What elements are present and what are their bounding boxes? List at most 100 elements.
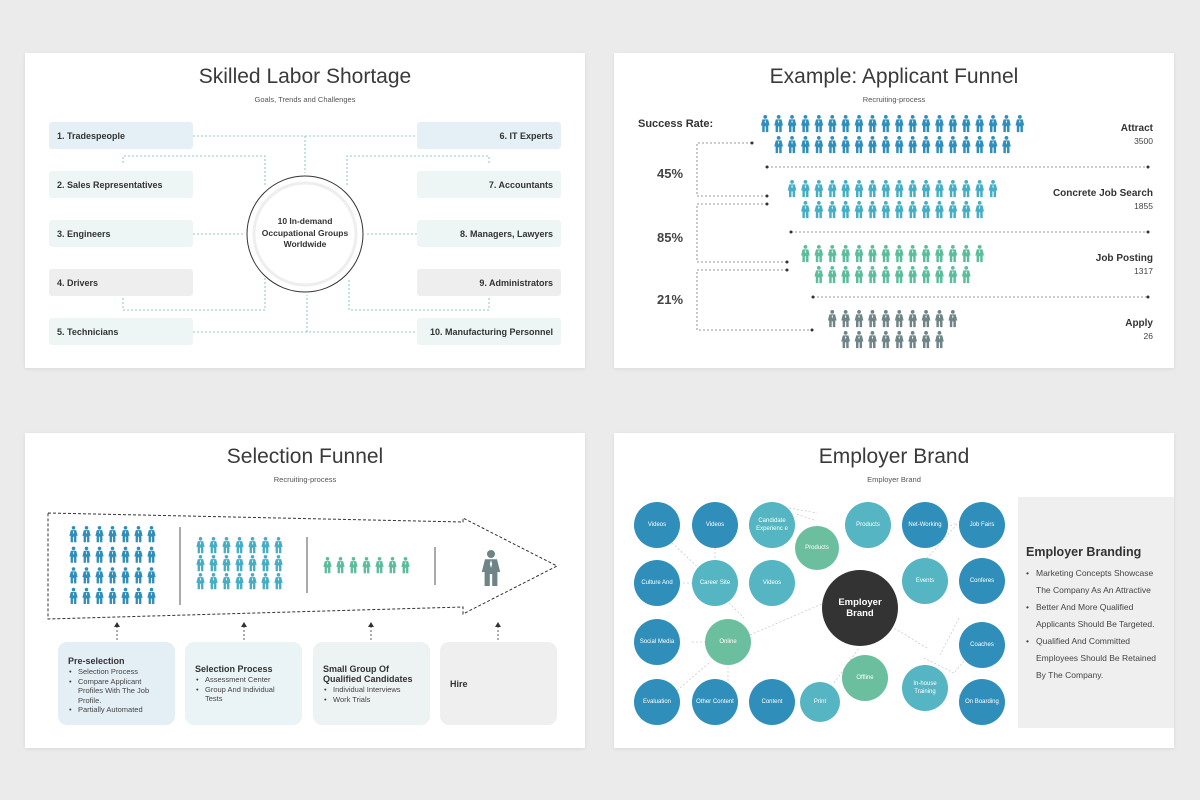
person-icon <box>908 245 918 263</box>
person-icon <box>121 526 130 543</box>
person-icon <box>854 180 864 198</box>
person-icon <box>988 115 998 133</box>
panel-item: Marketing Concepts Showcase The Company … <box>1026 565 1166 599</box>
person-icon <box>261 573 270 590</box>
person-icon <box>196 573 205 590</box>
person-icon <box>988 180 998 198</box>
step-title: Small Group Of Qualified Candidates <box>323 664 413 684</box>
person-icon <box>774 136 784 154</box>
step-box-selection-process: Selection Process Assessment CenterGroup… <box>185 642 302 725</box>
person-icon <box>881 245 891 263</box>
person-icon <box>854 136 864 154</box>
panel-item: Qualified And Committed Employees Should… <box>1026 633 1166 684</box>
funnel-people <box>69 526 501 604</box>
person-icon <box>961 136 971 154</box>
occupation-box: 7. Accountants <box>417 171 561 198</box>
person-icon <box>121 567 130 584</box>
person-icon <box>82 526 91 543</box>
person-icon <box>134 567 143 584</box>
person-icon <box>841 180 851 198</box>
person-icon <box>881 310 891 328</box>
person-icon <box>222 555 231 572</box>
person-icon <box>1002 115 1011 133</box>
person-icon <box>854 331 864 349</box>
person-icon <box>935 266 944 284</box>
person-icon <box>801 245 810 263</box>
person-icon <box>388 557 397 574</box>
step-item: Compare Applicant Profiles With The Job … <box>68 677 165 706</box>
person-icon <box>69 526 78 543</box>
person-icon <box>222 537 231 554</box>
slide-subtitle: Goals, Trends and Challenges <box>254 95 356 104</box>
slide-applicant-funnel: Example: Applicant Funnel Recruiting-pro… <box>614 53 1174 368</box>
person-icon <box>134 546 143 563</box>
slide-title: Skilled Labor Shortage <box>198 65 412 88</box>
slide-subtitle: Employer Brand <box>867 475 921 484</box>
person-icon <box>854 266 864 284</box>
stage-value: 26 <box>1143 331 1153 341</box>
person-icon <box>975 136 985 154</box>
person-icon <box>921 180 931 198</box>
person-icon <box>1015 115 1025 133</box>
person-icon <box>948 136 958 154</box>
person-icon <box>854 245 864 263</box>
person-icon <box>841 201 851 219</box>
person-icon <box>108 587 117 604</box>
step-item: Work Trials <box>323 695 420 705</box>
stage-name: Apply <box>1125 318 1153 329</box>
person-icon <box>274 555 283 572</box>
success-rate-label: Success Rate: <box>638 118 714 130</box>
person-icon <box>921 115 931 133</box>
connector-lines <box>122 135 490 333</box>
center-circle-label: 10 In-demand Occupational Groups Worldwi… <box>261 216 349 249</box>
brand-node: Videos <box>749 560 795 606</box>
person-icon <box>961 201 971 219</box>
person-icon <box>760 115 770 133</box>
person-icon <box>894 115 904 133</box>
person-icon <box>908 331 918 349</box>
step-box-hire: Hire <box>440 642 557 725</box>
person-icon <box>323 557 332 574</box>
person-icon <box>261 555 270 572</box>
brand-node: Online <box>705 619 751 665</box>
person-icon <box>948 266 958 284</box>
person-icon <box>801 136 810 154</box>
occupation-box: 8. Managers, Lawyers <box>417 220 561 247</box>
person-icon <box>881 115 891 133</box>
person-icon <box>841 115 851 133</box>
person-icon <box>801 115 810 133</box>
person-icon <box>95 546 104 563</box>
step-title: Selection Process <box>195 664 273 674</box>
person-icon <box>948 115 958 133</box>
step-item: Group And Individual Tests <box>195 685 292 704</box>
person-icon <box>814 201 824 219</box>
person-icon <box>69 546 78 563</box>
brand-node: Other Content <box>692 679 738 725</box>
person-icon <box>841 136 851 154</box>
person-icon <box>975 245 985 263</box>
person-icon <box>196 537 205 554</box>
slide-subtitle: Recruiting-process <box>862 95 926 104</box>
person-icon <box>868 331 877 349</box>
person-icon <box>961 115 971 133</box>
person-icon <box>814 136 824 154</box>
person-icon <box>841 310 851 328</box>
slide-selection-funnel: Selection Funnel Recruiting-process Pre-… <box>25 433 585 748</box>
employer-brand-center: Employer Brand <box>822 570 898 646</box>
person-icon <box>774 115 784 133</box>
brand-node: Offline <box>842 655 888 701</box>
person-icon <box>948 245 958 263</box>
brand-node: Conferes <box>959 558 1005 604</box>
occupation-box: 10. Manufacturing Personnel <box>417 318 561 345</box>
person-icon <box>349 557 358 574</box>
person-icon <box>881 201 891 219</box>
person-icon <box>95 587 104 604</box>
stage-name: Concrete Job Search <box>1052 188 1153 199</box>
person-icon <box>935 245 944 263</box>
step-box-qualified-candidates: Small Group Of Qualified Candidates Indi… <box>313 642 430 725</box>
brand-node: Products <box>795 526 839 570</box>
person-icon <box>248 573 257 590</box>
person-icon <box>82 587 91 604</box>
occupation-box: 2. Sales Representatives <box>49 171 193 198</box>
person-icon <box>827 266 837 284</box>
